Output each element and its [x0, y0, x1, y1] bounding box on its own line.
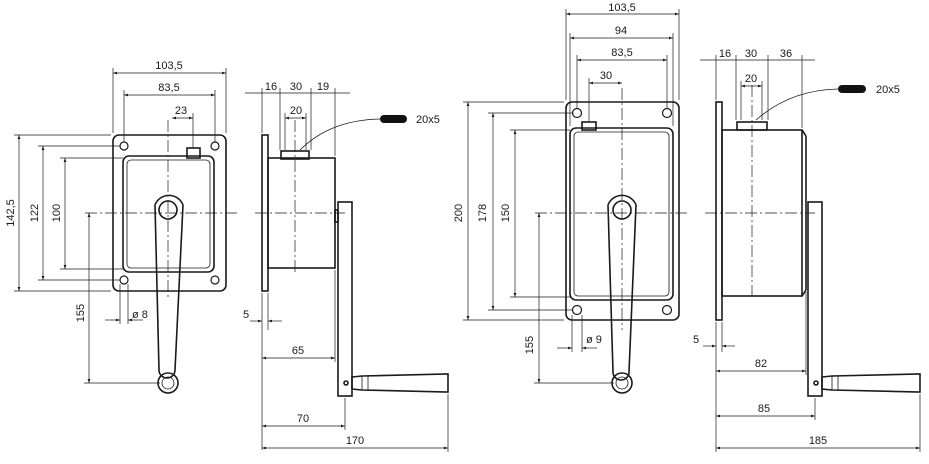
mounting-hole: [210, 141, 220, 151]
small-winch-side-view: 16 30 19 20 20x5 5 65 70 170: [243, 81, 449, 452]
dim-hole-diameter: ø 8: [132, 309, 148, 321]
dim-height-outer: 200: [453, 204, 465, 222]
mounting-hole: [210, 275, 220, 285]
dim-offset-23: 23: [175, 105, 187, 117]
dim-offset-30: 30: [600, 70, 612, 82]
crank-arm: [154, 194, 184, 379]
dim-30: 30: [290, 81, 302, 93]
dim-30: 30: [745, 48, 757, 60]
key-tab: [581, 121, 597, 131]
housing-outline: [569, 127, 674, 301]
dim-height-inner: 150: [500, 204, 512, 222]
dim-5: 5: [693, 334, 699, 346]
dim-19: 19: [317, 81, 329, 93]
dim-16: 16: [265, 81, 277, 93]
dim-16: 16: [719, 48, 731, 60]
dim-170: 170: [346, 435, 364, 447]
side-crank-arm: [807, 201, 823, 397]
side-crank-handle: [821, 373, 921, 393]
small-winch-front-view: 103,5 83,5 23 142,5 122 100 155 ø 8: [5, 60, 240, 394]
key-tab: [186, 147, 201, 159]
dim-70: 70: [297, 413, 309, 425]
dim-width-holes: 83,5: [611, 47, 632, 59]
crank-hub: [612, 200, 632, 220]
mounting-hole: [119, 275, 129, 285]
dim-height-inner: 100: [51, 204, 63, 222]
crank-handle-end: [611, 372, 633, 394]
dim-82: 82: [755, 358, 767, 370]
dim-width-holes: 83,5: [158, 82, 179, 94]
large-winch-front-view: 103,5 94 83,5 30 200 178 150 155: [453, 2, 690, 394]
mounting-hole: [571, 107, 583, 119]
dim-20: 20: [290, 105, 302, 117]
housing-inner: [126, 159, 211, 269]
dim-height-holes: 122: [29, 204, 41, 222]
side-plate: [715, 101, 723, 321]
dim-height-outer: 142,5: [5, 199, 17, 227]
dim-height-holes: 178: [477, 204, 489, 222]
dim-width-94: 94: [615, 25, 627, 37]
dim-85: 85: [758, 403, 770, 415]
housing-inner: [573, 131, 670, 297]
side-crank-arm: [337, 201, 353, 397]
dim-crank-radius: 155: [75, 304, 87, 322]
mounting-plate: [565, 101, 680, 321]
dim-width-outer: 103,5: [155, 60, 183, 72]
mounting-hole: [661, 304, 673, 316]
dim-185: 185: [809, 435, 827, 447]
crank-arm: [607, 194, 637, 381]
dim-65: 65: [292, 345, 304, 357]
key-size-label: 20x5: [416, 114, 440, 126]
crank-handle-end: [157, 372, 179, 394]
crank-hub: [158, 200, 178, 220]
dim-5: 5: [243, 309, 249, 321]
dim-36: 36: [780, 48, 792, 60]
dim-crank-radius: 155: [524, 336, 536, 354]
key-symbol: [838, 85, 866, 93]
dim-width-outer: 103,5: [608, 2, 636, 14]
dim-hole-diameter: ø 9: [586, 334, 602, 346]
large-winch-side-view: 16 30 36 20 20x5 5 82 85 185: [693, 48, 921, 452]
mounting-hole: [661, 107, 673, 119]
mounting-hole: [571, 304, 583, 316]
dim-20: 20: [745, 73, 757, 85]
housing-outline: [122, 155, 215, 273]
key-size-label: 20x5: [876, 84, 900, 96]
side-crank-handle: [351, 373, 449, 393]
key-symbol: [380, 115, 407, 123]
mounting-hole: [119, 141, 129, 151]
